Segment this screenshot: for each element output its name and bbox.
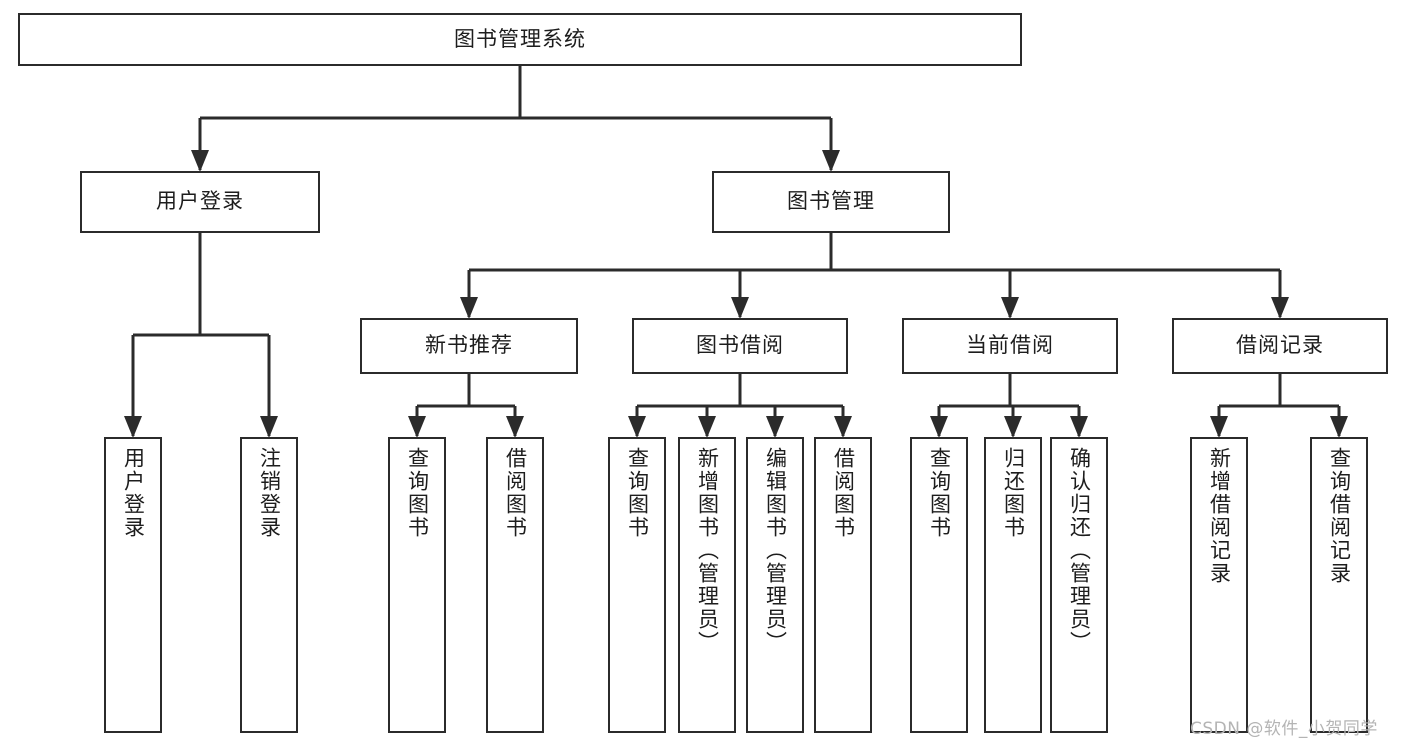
node-leaf-user-logout: 注销登录	[240, 437, 298, 733]
node-label: 借阅图书	[503, 447, 528, 539]
node-leaf-edit-book: 编辑图书（管理员）	[746, 437, 804, 733]
node-records: 借阅记录	[1172, 318, 1388, 374]
node-current: 当前借阅	[902, 318, 1118, 374]
node-label: 新增借阅记录	[1207, 447, 1232, 585]
arrowhead-icon	[1001, 297, 1019, 319]
node-leaf-user-login: 用户登录	[104, 437, 162, 733]
node-leaf-add-record: 新增借阅记录	[1190, 437, 1248, 733]
arrowhead-icon	[834, 416, 852, 438]
arrowhead-icon	[1004, 416, 1022, 438]
arrowhead-icon	[1271, 297, 1289, 319]
node-label: 用户登录	[156, 189, 244, 214]
node-label: 新增图书（管理员）	[695, 447, 720, 654]
arrowhead-icon	[260, 416, 278, 438]
arrowhead-icon	[1070, 416, 1088, 438]
node-leaf-add-book: 新增图书（管理员）	[678, 437, 736, 733]
node-leaf-query-book-3: 查询图书	[910, 437, 968, 733]
arrowhead-icon	[408, 416, 426, 438]
node-label: 查询图书	[405, 447, 430, 539]
node-leaf-borrow-book-2: 借阅图书	[814, 437, 872, 733]
arrowhead-icon	[698, 416, 716, 438]
node-label: 图书管理	[787, 189, 875, 214]
arrowhead-icon	[766, 416, 784, 438]
arrowhead-icon	[460, 297, 478, 319]
node-borrow: 图书借阅	[632, 318, 848, 374]
node-label: 编辑图书（管理员）	[763, 447, 788, 654]
arrowhead-icon	[1210, 416, 1228, 438]
arrowhead-icon	[930, 416, 948, 438]
node-label: 注销登录	[257, 447, 282, 539]
node-label: 查询图书	[927, 447, 952, 539]
arrowhead-icon	[124, 416, 142, 438]
node-leaf-query-book-2: 查询图书	[608, 437, 666, 733]
arrowhead-icon	[191, 150, 209, 172]
node-label: 确认归还（管理员）	[1067, 447, 1092, 654]
node-leaf-return-book: 归还图书	[984, 437, 1042, 733]
node-label: 图书借阅	[696, 333, 784, 358]
node-label: 借阅记录	[1236, 333, 1324, 358]
node-label: 新书推荐	[425, 333, 513, 358]
arrowhead-icon	[731, 297, 749, 319]
arrowhead-icon	[628, 416, 646, 438]
node-leaf-borrow-book-1: 借阅图书	[486, 437, 544, 733]
node-bookmgmt: 图书管理	[712, 171, 950, 233]
node-newbook: 新书推荐	[360, 318, 578, 374]
node-label: 图书管理系统	[454, 26, 586, 51]
node-leaf-confirm-return: 确认归还（管理员）	[1050, 437, 1108, 733]
arrowhead-icon	[1330, 416, 1348, 438]
node-label: 归还图书	[1001, 447, 1026, 539]
arrowhead-icon	[822, 150, 840, 172]
node-leaf-query-record: 查询借阅记录	[1310, 437, 1368, 733]
node-login: 用户登录	[80, 171, 320, 233]
node-label: 用户登录	[121, 447, 146, 539]
node-label: 当前借阅	[966, 333, 1054, 358]
node-label: 查询借阅记录	[1327, 447, 1352, 585]
node-leaf-query-book-1: 查询图书	[388, 437, 446, 733]
node-label: 查询图书	[625, 447, 650, 539]
node-root: 图书管理系统	[18, 13, 1022, 66]
arrowhead-icon	[506, 416, 524, 438]
node-label: 借阅图书	[831, 447, 856, 539]
